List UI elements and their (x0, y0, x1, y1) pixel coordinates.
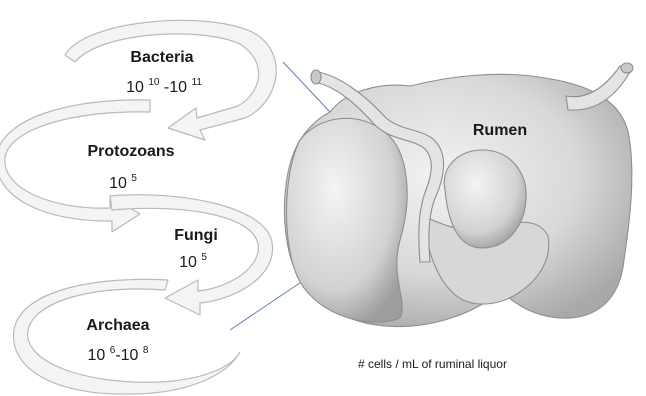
rumen-left-lobe (287, 118, 408, 322)
microbe-count: 10 10 -10 11 (126, 77, 202, 96)
esophagus-opening (311, 70, 321, 84)
microbe-count: 10 5 (109, 173, 137, 192)
rumen-center-lobe (444, 150, 526, 248)
duct-opening (621, 63, 633, 73)
rumen-illustration (284, 63, 633, 327)
microbe-count: 10 5 (179, 252, 207, 271)
cycle-arrows (0, 20, 276, 394)
microbe-archaea: Archaea 10 6-10 8 (86, 317, 149, 364)
connector-line-top (283, 62, 330, 112)
microbe-name: Archaea (86, 317, 149, 334)
organ-label: Rumen (473, 122, 527, 139)
microbe-bacteria: Bacteria 10 10 -10 11 (126, 49, 202, 96)
microbe-fungi: Fungi 10 5 (174, 227, 218, 271)
microbe-name: Fungi (174, 227, 218, 244)
microbe-name: Bacteria (130, 49, 193, 66)
cycle-arrow-protozoans (0, 100, 150, 232)
microbe-protozoans: Protozoans 10 5 (87, 143, 174, 192)
caption: # cells / mL of ruminal liquor (358, 357, 507, 371)
microbe-name: Protozoans (87, 143, 174, 160)
microbe-count: 10 6-10 8 (88, 345, 149, 364)
